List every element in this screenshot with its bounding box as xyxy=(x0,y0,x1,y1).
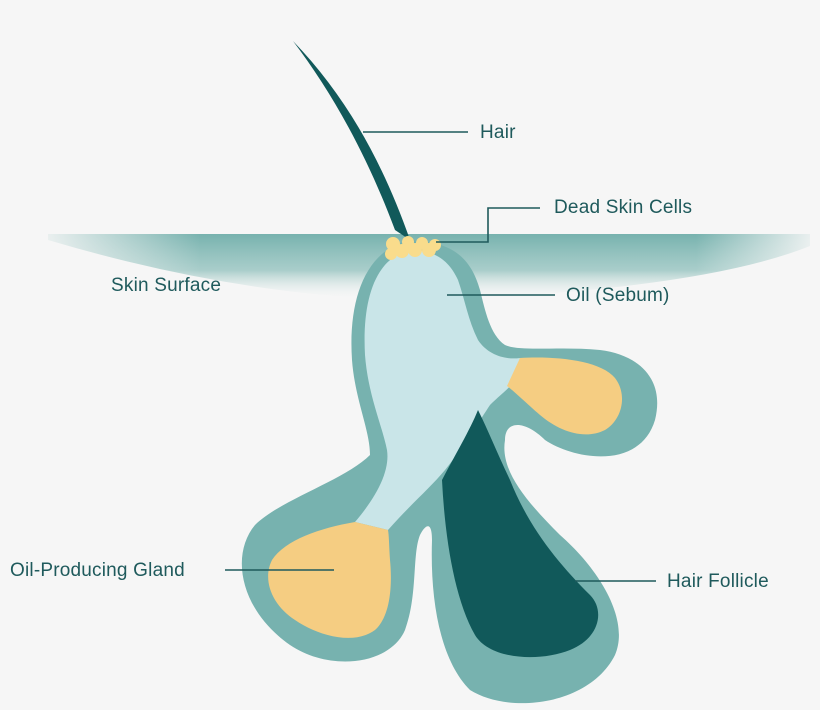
label-oil-producing-gland: Oil-Producing Gland xyxy=(10,560,185,581)
label-hair: Hair xyxy=(480,122,516,143)
hair-shaft xyxy=(293,41,410,240)
hair-follicle-core xyxy=(442,410,599,658)
label-dead-skin-cells: Dead Skin Cells xyxy=(554,197,693,218)
label-oil-sebum: Oil (Sebum) xyxy=(566,285,670,306)
oil-sebum-region xyxy=(355,250,520,530)
label-hair-follicle: Hair Follicle xyxy=(667,571,769,592)
dead-skin-cells-leader-line xyxy=(436,207,540,243)
label-skin-surface: Skin Surface xyxy=(111,275,222,296)
right-gland-lobe xyxy=(507,357,623,435)
left-gland-lobe xyxy=(268,522,391,638)
dead-skin-cells-cluster xyxy=(385,236,441,260)
leader-lines xyxy=(225,131,656,582)
